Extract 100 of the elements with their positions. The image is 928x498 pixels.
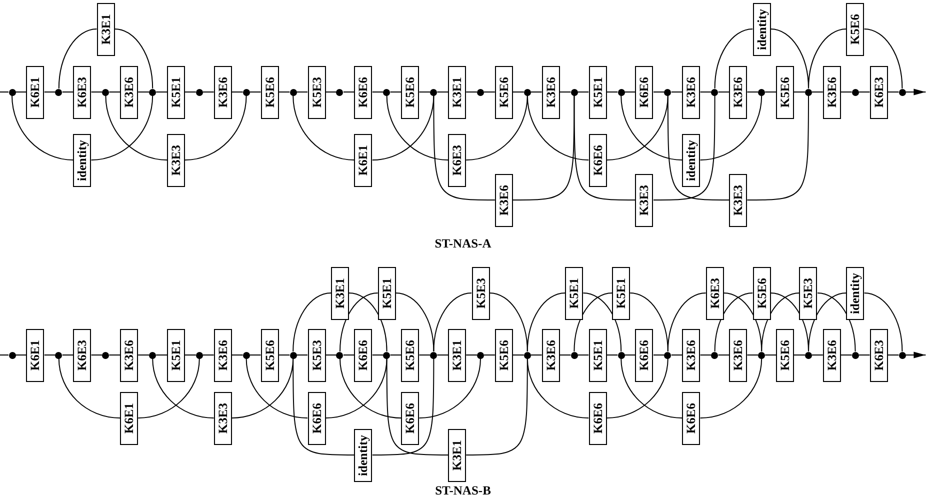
operation-name: K5E1 bbox=[590, 340, 605, 370]
operation-name: K5E1 bbox=[168, 340, 183, 370]
operation-name: K5E6 bbox=[403, 76, 418, 108]
operation-box bbox=[588, 392, 607, 444]
diagram-caption: ST-NAS-A bbox=[434, 236, 492, 252]
connector-line bbox=[466, 354, 478, 356]
operation-name: K3E6 bbox=[122, 340, 136, 370]
connector-line bbox=[12, 95, 74, 160]
operation-name: K6E6 bbox=[637, 340, 652, 370]
operation-box bbox=[260, 66, 279, 118]
operation-box bbox=[682, 392, 700, 444]
junction-dot bbox=[196, 352, 203, 358]
operation-name: K6E6 bbox=[590, 144, 605, 176]
operation-name: K3E6 bbox=[544, 76, 558, 108]
junction-dot bbox=[242, 352, 250, 358]
operation-box bbox=[588, 134, 607, 186]
operation-name: K6E6 bbox=[403, 402, 418, 434]
operation-name: K6E1 bbox=[122, 402, 136, 434]
operation-box bbox=[448, 328, 466, 382]
operation-box bbox=[354, 328, 372, 382]
connector-line bbox=[512, 354, 524, 356]
operation-box bbox=[799, 266, 818, 320]
connector-line bbox=[62, 354, 74, 356]
operation-name: K5E6 bbox=[262, 76, 277, 108]
junction-dot bbox=[524, 88, 531, 96]
junction-dot bbox=[149, 352, 156, 358]
operation-name: K6E6 bbox=[356, 76, 370, 108]
junction-dot bbox=[524, 352, 531, 358]
connector-line bbox=[484, 354, 496, 356]
operation-box bbox=[752, 266, 771, 320]
junction-dot bbox=[852, 88, 859, 96]
operation-name: identity bbox=[754, 8, 769, 50]
operation-box bbox=[729, 174, 748, 226]
junction-dot bbox=[758, 88, 766, 96]
operation-box bbox=[166, 134, 185, 186]
operation-box bbox=[448, 428, 466, 482]
operation-name: K3E6 bbox=[216, 76, 230, 108]
connector-line bbox=[296, 354, 308, 356]
operation-name: K3E1 bbox=[450, 340, 464, 370]
junction-dot bbox=[102, 88, 110, 96]
operation-name: K5E6 bbox=[403, 340, 418, 370]
connector-line bbox=[667, 292, 706, 352]
operation-name: identity bbox=[848, 272, 862, 314]
junction-dot bbox=[664, 352, 672, 358]
junction-dot bbox=[55, 352, 62, 358]
connector-line bbox=[90, 95, 154, 160]
operation-name: K3E3 bbox=[216, 402, 230, 434]
operation-box bbox=[776, 66, 794, 118]
operation-name: K6E1 bbox=[28, 76, 42, 108]
operation-box bbox=[96, 2, 115, 56]
operation-box bbox=[542, 66, 560, 118]
operation-name: identity bbox=[75, 140, 90, 180]
connector-line bbox=[249, 354, 262, 356]
operation-box bbox=[401, 66, 420, 118]
operation-box bbox=[308, 328, 326, 382]
connector-line bbox=[559, 354, 572, 356]
connector-line bbox=[184, 95, 247, 160]
operation-box bbox=[214, 66, 232, 118]
operation-box bbox=[682, 66, 700, 118]
connector-line bbox=[714, 28, 754, 89]
operation-box bbox=[494, 328, 513, 382]
junction-dot bbox=[8, 88, 16, 96]
connector-line bbox=[653, 95, 716, 200]
connector-line bbox=[202, 354, 214, 356]
operation-name: K6E3 bbox=[75, 340, 90, 370]
connector-line bbox=[340, 292, 378, 352]
operation-name: K6E1 bbox=[28, 340, 42, 370]
operation-box bbox=[26, 66, 44, 118]
operation-box bbox=[308, 66, 326, 118]
junction-dot bbox=[430, 352, 438, 358]
connector-line bbox=[138, 354, 150, 356]
operation-box bbox=[542, 328, 560, 382]
connector-line bbox=[325, 354, 337, 356]
operation-box bbox=[330, 266, 349, 320]
operation-box bbox=[494, 174, 513, 226]
connector-line bbox=[526, 292, 566, 352]
connector-line bbox=[574, 292, 613, 352]
connector-line bbox=[764, 354, 776, 356]
operation-box bbox=[120, 328, 138, 382]
connector-line bbox=[386, 358, 449, 456]
operation-box bbox=[73, 66, 92, 118]
junction-dot bbox=[570, 88, 578, 96]
connector-line bbox=[231, 354, 244, 356]
connector-line bbox=[0, 354, 9, 356]
operation-box bbox=[401, 392, 420, 444]
connector-line bbox=[887, 354, 900, 356]
connector-line bbox=[395, 292, 434, 352]
junction-dot bbox=[196, 88, 203, 96]
connector-line bbox=[292, 95, 355, 160]
operation-box bbox=[472, 266, 490, 320]
junction-dot bbox=[477, 88, 484, 96]
junction-dot bbox=[711, 88, 718, 96]
junction-dot bbox=[383, 352, 390, 358]
operation-box bbox=[822, 66, 841, 118]
connector-line bbox=[620, 95, 683, 160]
junction-dot bbox=[477, 352, 484, 358]
connector-line bbox=[292, 358, 355, 456]
operation-name: K5E6 bbox=[848, 14, 862, 44]
operation-name: K3E3 bbox=[731, 184, 746, 216]
operation-box bbox=[612, 266, 630, 320]
